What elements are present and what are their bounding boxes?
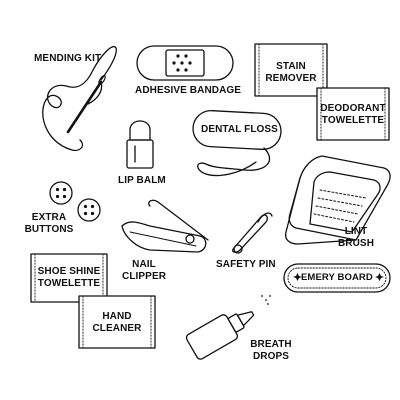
deodorant-towelette-label: DEODORANT TOWELETTE bbox=[317, 103, 389, 127]
hand-cleaner-label-line1: HAND bbox=[102, 311, 132, 322]
stain-remover-label-line1: STAIN bbox=[276, 61, 306, 72]
lip-balm-label: LIP BALM bbox=[118, 175, 166, 186]
breath-drops-label-line1: BREATH bbox=[250, 339, 292, 350]
floss-icon bbox=[192, 109, 282, 177]
stain-remover-label: STAIN REMOVER bbox=[262, 61, 320, 85]
safety-pin-label: SAFETY PIN bbox=[216, 259, 276, 270]
emery-board-label: EMERY BOARD bbox=[301, 272, 373, 283]
nail-clipper-label-line2: CLIPPER bbox=[122, 271, 167, 282]
lint-brush-icon bbox=[284, 155, 391, 245]
nail-clipper-label: NAIL CLIPPER bbox=[122, 259, 166, 283]
adhesive-bandage-label: ADHESIVE BANDAGE bbox=[135, 85, 242, 96]
deodorant-towelette-label-line1: DEODORANT bbox=[320, 103, 386, 114]
extra-buttons-label-line1: EXTRA bbox=[31, 212, 67, 223]
lip-balm-icon bbox=[126, 120, 154, 169]
mending-kit-label: MENDING KIT bbox=[34, 53, 102, 64]
lint-brush-label: LINT BRUSH bbox=[336, 226, 376, 250]
button-icon bbox=[49, 181, 73, 205]
packet-icon bbox=[78, 295, 156, 349]
nail-clipper-label-line1: NAIL bbox=[132, 259, 156, 270]
bandage-holes bbox=[172, 54, 192, 72]
emery-board-icon bbox=[283, 263, 391, 293]
breath-drops-label-line2: DROPS bbox=[252, 351, 290, 362]
breath-drops-label: BREATH DROPS bbox=[244, 339, 298, 363]
hand-cleaner-label: HAND CLEANER bbox=[83, 311, 151, 335]
bandage-icon bbox=[136, 45, 234, 81]
shoe-shine-towelette-label-line2: TOWELETTE bbox=[37, 278, 101, 289]
dropper-bottle-icon bbox=[185, 295, 271, 360]
packet-icon bbox=[30, 253, 108, 303]
lint-brush-label-line2: BRUSH bbox=[337, 238, 375, 249]
safety-pin-icon bbox=[232, 212, 273, 254]
extra-buttons-label-line2: BUTTONS bbox=[24, 224, 74, 235]
nail-clipper-icon bbox=[121, 199, 209, 253]
packet-icon bbox=[316, 87, 390, 141]
packet-icon bbox=[254, 43, 328, 97]
stain-remover-label-line2: REMOVER bbox=[265, 73, 317, 84]
lint-brush-label-line1: LINT bbox=[344, 226, 368, 237]
dental-floss-label: DENTAL FLOSS bbox=[201, 124, 278, 135]
shoe-shine-towelette-label-line1: SHOE SHINE bbox=[37, 266, 101, 277]
deodorant-towelette-label-line2: TOWELETTE bbox=[321, 115, 385, 126]
hand-cleaner-label-line2: CLEANER bbox=[92, 323, 142, 334]
shoe-shine-towelette-label: SHOE SHINE TOWELETTE bbox=[33, 266, 105, 290]
button-icon bbox=[77, 198, 101, 222]
extra-buttons-label: EXTRA BUTTONS bbox=[22, 212, 76, 236]
needle-and-thread-icon bbox=[42, 46, 117, 152]
